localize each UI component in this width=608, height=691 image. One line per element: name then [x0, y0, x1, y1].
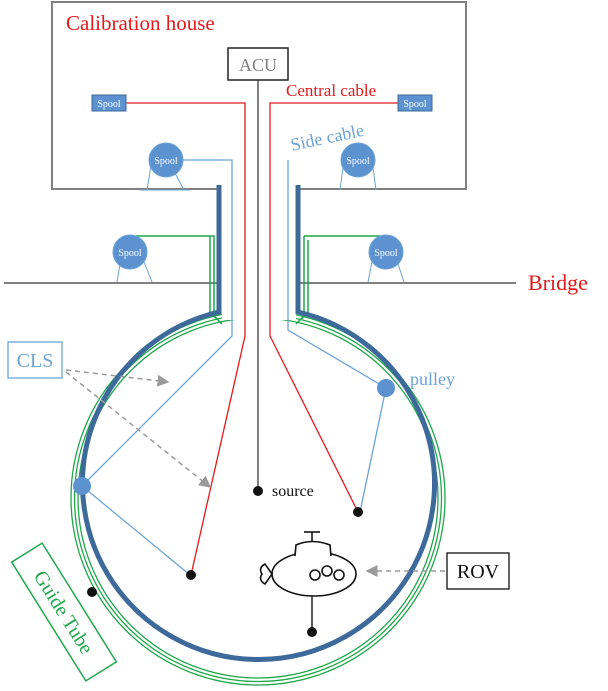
svg-text:Spool: Spool	[403, 99, 427, 110]
guide-tube-source-dot	[87, 587, 97, 597]
cls-box	[7, 341, 63, 379]
source-label: source	[272, 483, 314, 500]
spool-round-lower-right: Spool	[367, 234, 405, 283]
rov-submarine	[259, 531, 357, 632]
cls-label: CLS	[17, 350, 54, 372]
central-cable	[118, 102, 399, 576]
cls-arrow-lower	[65, 371, 212, 488]
vessel-wall	[80, 185, 437, 662]
pulley-left	[73, 477, 91, 495]
bridge-label: Bridge	[528, 270, 588, 295]
spool-round-upper-left: Spool	[140, 142, 190, 191]
spool-small-left: Spool	[91, 94, 127, 112]
pulley-right	[377, 379, 395, 397]
rov-box	[446, 552, 510, 590]
svg-text:Spool: Spool	[97, 99, 121, 110]
svg-text:Spool: Spool	[118, 248, 142, 259]
side-cables	[81, 159, 387, 576]
spool-round-upper-right: Spool	[339, 142, 377, 191]
pulley-label: pulley	[410, 369, 455, 389]
central-cable-label: Central cable	[286, 81, 376, 100]
acu-label: ACU	[239, 55, 277, 75]
source-dot	[253, 486, 263, 496]
svg-text:Spool: Spool	[374, 248, 398, 259]
calibration-house-label: Calibration house	[66, 11, 215, 35]
rov-label: ROV	[457, 561, 500, 583]
spool-round-lower-left: Spool	[112, 234, 153, 283]
cls-arrow-upper	[65, 369, 170, 387]
cls-anchor-right	[353, 507, 363, 517]
svg-text:Spool: Spool	[154, 156, 178, 167]
svg-text:Spool: Spool	[346, 156, 370, 167]
acu-box	[227, 47, 289, 81]
cls-anchor-left	[186, 570, 196, 580]
rov-dot	[307, 627, 317, 637]
spool-small-right: Spool	[397, 94, 433, 112]
